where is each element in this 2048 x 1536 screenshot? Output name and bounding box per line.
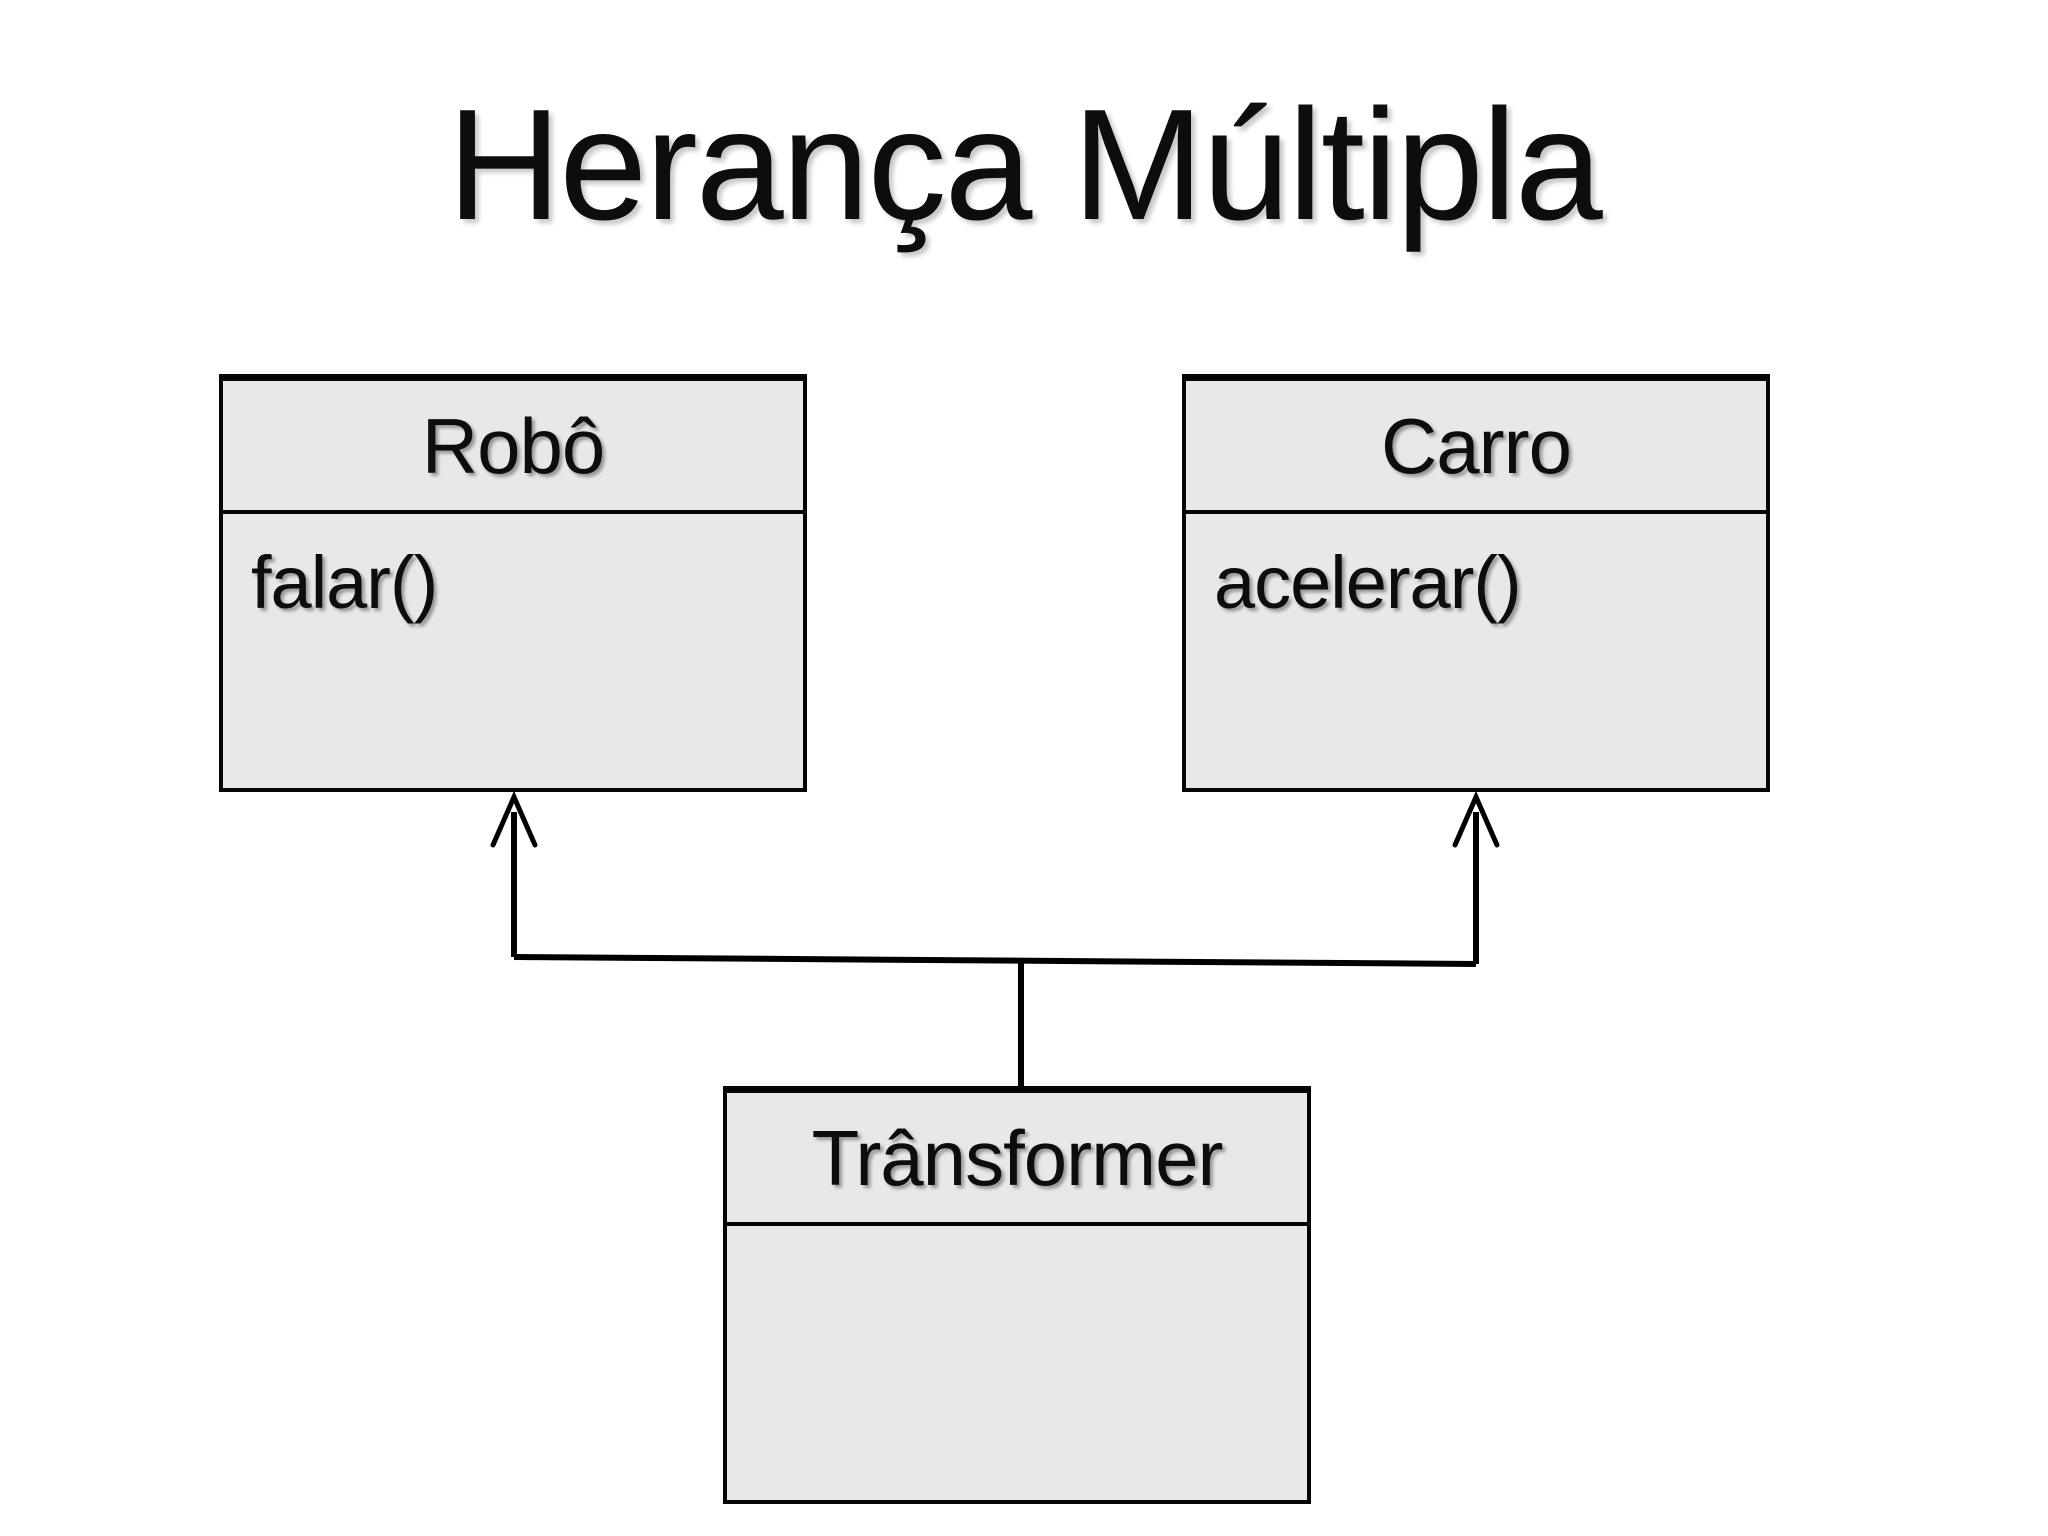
class-body-robo: falar()	[223, 514, 803, 625]
class-box-transformer: Trânsformer	[723, 1086, 1311, 1504]
arrowhead-carro-icon	[1452, 790, 1500, 848]
class-name-robo: Robô	[421, 401, 605, 490]
class-name-carro: Carro	[1380, 401, 1572, 490]
method-acelerar: acelerar()	[1214, 541, 1522, 624]
class-body-carro: acelerar()	[1186, 514, 1766, 625]
class-box-carro: Carro acelerar()	[1182, 374, 1770, 792]
class-header-carro: Carro	[1186, 381, 1766, 514]
arrowhead-robo-icon	[490, 790, 538, 848]
method-falar: falar()	[251, 541, 438, 624]
class-box-robo: Robô falar()	[219, 374, 807, 792]
class-header-transformer: Trânsformer	[727, 1093, 1307, 1226]
slide-title: Herança Múltipla	[447, 77, 1603, 253]
connector-horizontal-line	[513, 954, 1477, 967]
class-body-transformer	[727, 1226, 1307, 1252]
class-name-transformer: Trânsformer	[811, 1113, 1224, 1202]
class-header-robo: Robô	[223, 381, 803, 514]
